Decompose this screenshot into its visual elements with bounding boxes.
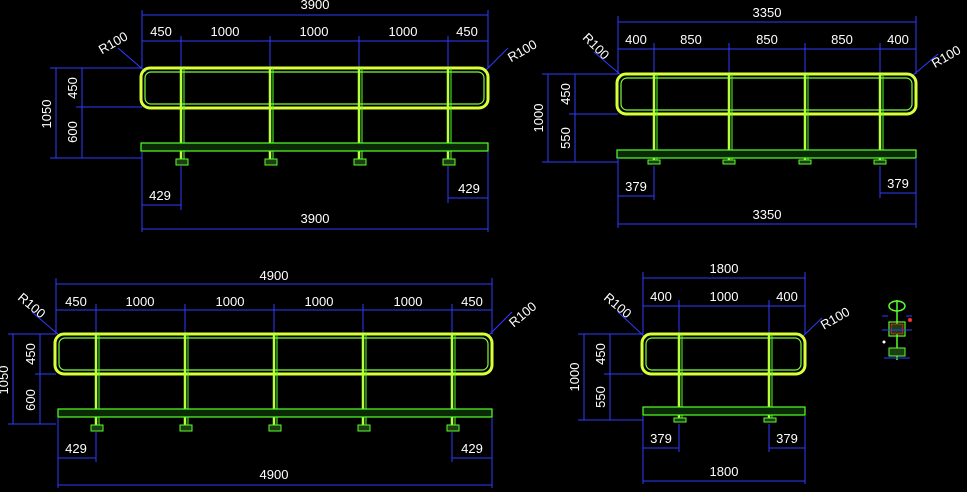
radius-leader-right: R100 [911, 42, 963, 77]
dim-text: 850 [831, 32, 853, 47]
dim-offsets: 379 379 1800 [642, 416, 806, 484]
railing-drawing-4900: 4900 450 1000 1000 1000 1000 450 R100 R1… [0, 268, 539, 488]
dim-text: 1000 [305, 294, 334, 309]
dim-text: 1000 [126, 294, 155, 309]
dim-top-total: 1800 [642, 261, 806, 334]
railing-drawing-3900: 3900 450 1000 1000 1000 450 R100 R100 [39, 0, 539, 232]
dim-text: 429 [65, 441, 87, 456]
dim-text: 1000 [394, 294, 423, 309]
dim-top-segments: 400 850 850 850 400 [618, 32, 916, 74]
dim-text: 400 [625, 32, 647, 47]
dim-text: 600 [65, 121, 80, 143]
dim-text: 400 [650, 289, 672, 304]
dim-text: 450 [65, 77, 80, 99]
dim-text: 1000 [567, 363, 582, 392]
dim-text: 550 [593, 386, 608, 408]
dim-text: R100 [601, 290, 634, 321]
railing-frame [640, 332, 807, 423]
dim-text: R100 [506, 299, 539, 330]
dim-top-total: 3350 [617, 5, 917, 74]
dim-text: R100 [580, 30, 613, 63]
dim-text: 1000 [710, 289, 739, 304]
dim-offsets: 429 429 3900 [141, 152, 489, 232]
dim-text: 4900 [260, 268, 289, 283]
railing-drawing-1800: 1800 400 1000 400 R100 R100 1000 450 550 [567, 261, 852, 484]
dim-offsets: 429 429 4900 [57, 418, 493, 488]
dim-text: 3900 [301, 211, 330, 226]
dim-text: 450 [456, 24, 478, 39]
dim-text: 4900 [260, 467, 289, 482]
dim-text: 450 [461, 294, 483, 309]
dim-text: 1050 [39, 100, 54, 129]
dim-text: 379 [887, 176, 909, 191]
dim-top-total: 3900 [141, 0, 489, 68]
dim-text: 3350 [753, 207, 782, 222]
dim-text: 379 [650, 431, 672, 446]
dim-text: 1000 [389, 24, 418, 39]
dim-text: R100 [929, 42, 963, 71]
radius-leader-right: R100 [483, 36, 539, 73]
dim-text: 850 [680, 32, 702, 47]
radius-leader-left: R100 [580, 30, 623, 77]
radius-leader-right: R100 [487, 299, 539, 337]
dim-text: R100 [505, 36, 539, 65]
dim-offsets: 379 379 3350 [617, 158, 917, 228]
railing-frame [615, 72, 918, 165]
railing-drawing-3350: 3350 400 850 850 850 400 R100 R100 [531, 5, 963, 228]
dim-height: 1050 450 600 [39, 67, 142, 159]
dim-top-total: 4900 [55, 268, 493, 334]
dim-text: 1000 [531, 104, 546, 133]
railing-frame [53, 332, 494, 432]
dim-text: 450 [65, 294, 87, 309]
radius-leader-left: R100 [15, 290, 61, 337]
dim-text: 450 [23, 343, 38, 365]
dim-text: 429 [149, 188, 171, 203]
dim-height: 1000 450 550 [567, 333, 643, 421]
dim-text: 400 [776, 289, 798, 304]
dim-text: R100 [818, 304, 852, 333]
railing-frame [139, 66, 490, 166]
dim-height: 1050 450 600 [0, 333, 56, 425]
dim-text: 1800 [710, 464, 739, 479]
dim-text: 550 [558, 127, 573, 149]
radius-leader-left: R100 [96, 29, 147, 73]
dim-text: 450 [593, 343, 608, 365]
radius-leader-left: R100 [601, 290, 647, 339]
radius-leader-right: R100 [800, 304, 852, 339]
dim-text: 3900 [301, 0, 330, 12]
dim-text: 450 [558, 83, 573, 105]
dim-text: 850 [756, 32, 778, 47]
dim-text: 379 [776, 431, 798, 446]
dim-text: R100 [96, 29, 130, 58]
dim-text: 429 [461, 441, 483, 456]
dim-text: 450 [150, 24, 172, 39]
dim-text: 1050 [0, 366, 11, 395]
dim-top-segments: 450 1000 1000 1000 450 [142, 24, 488, 68]
dim-height: 1000 450 550 [531, 73, 618, 163]
dim-text: 400 [887, 32, 909, 47]
dim-text: 600 [23, 389, 38, 411]
dim-text: 429 [458, 181, 480, 196]
dim-top-segments: 450 1000 1000 1000 1000 450 [56, 294, 492, 334]
dim-text: 1000 [211, 24, 240, 39]
dim-text: 3350 [753, 5, 782, 20]
section-detail-symbol [882, 300, 912, 360]
dim-text: 1000 [216, 294, 245, 309]
dim-text: 1800 [710, 261, 739, 276]
dim-text: 379 [625, 179, 647, 194]
dim-text: 1000 [300, 24, 329, 39]
dim-text: R100 [15, 290, 48, 321]
dim-top-segments: 400 1000 400 [643, 289, 805, 334]
